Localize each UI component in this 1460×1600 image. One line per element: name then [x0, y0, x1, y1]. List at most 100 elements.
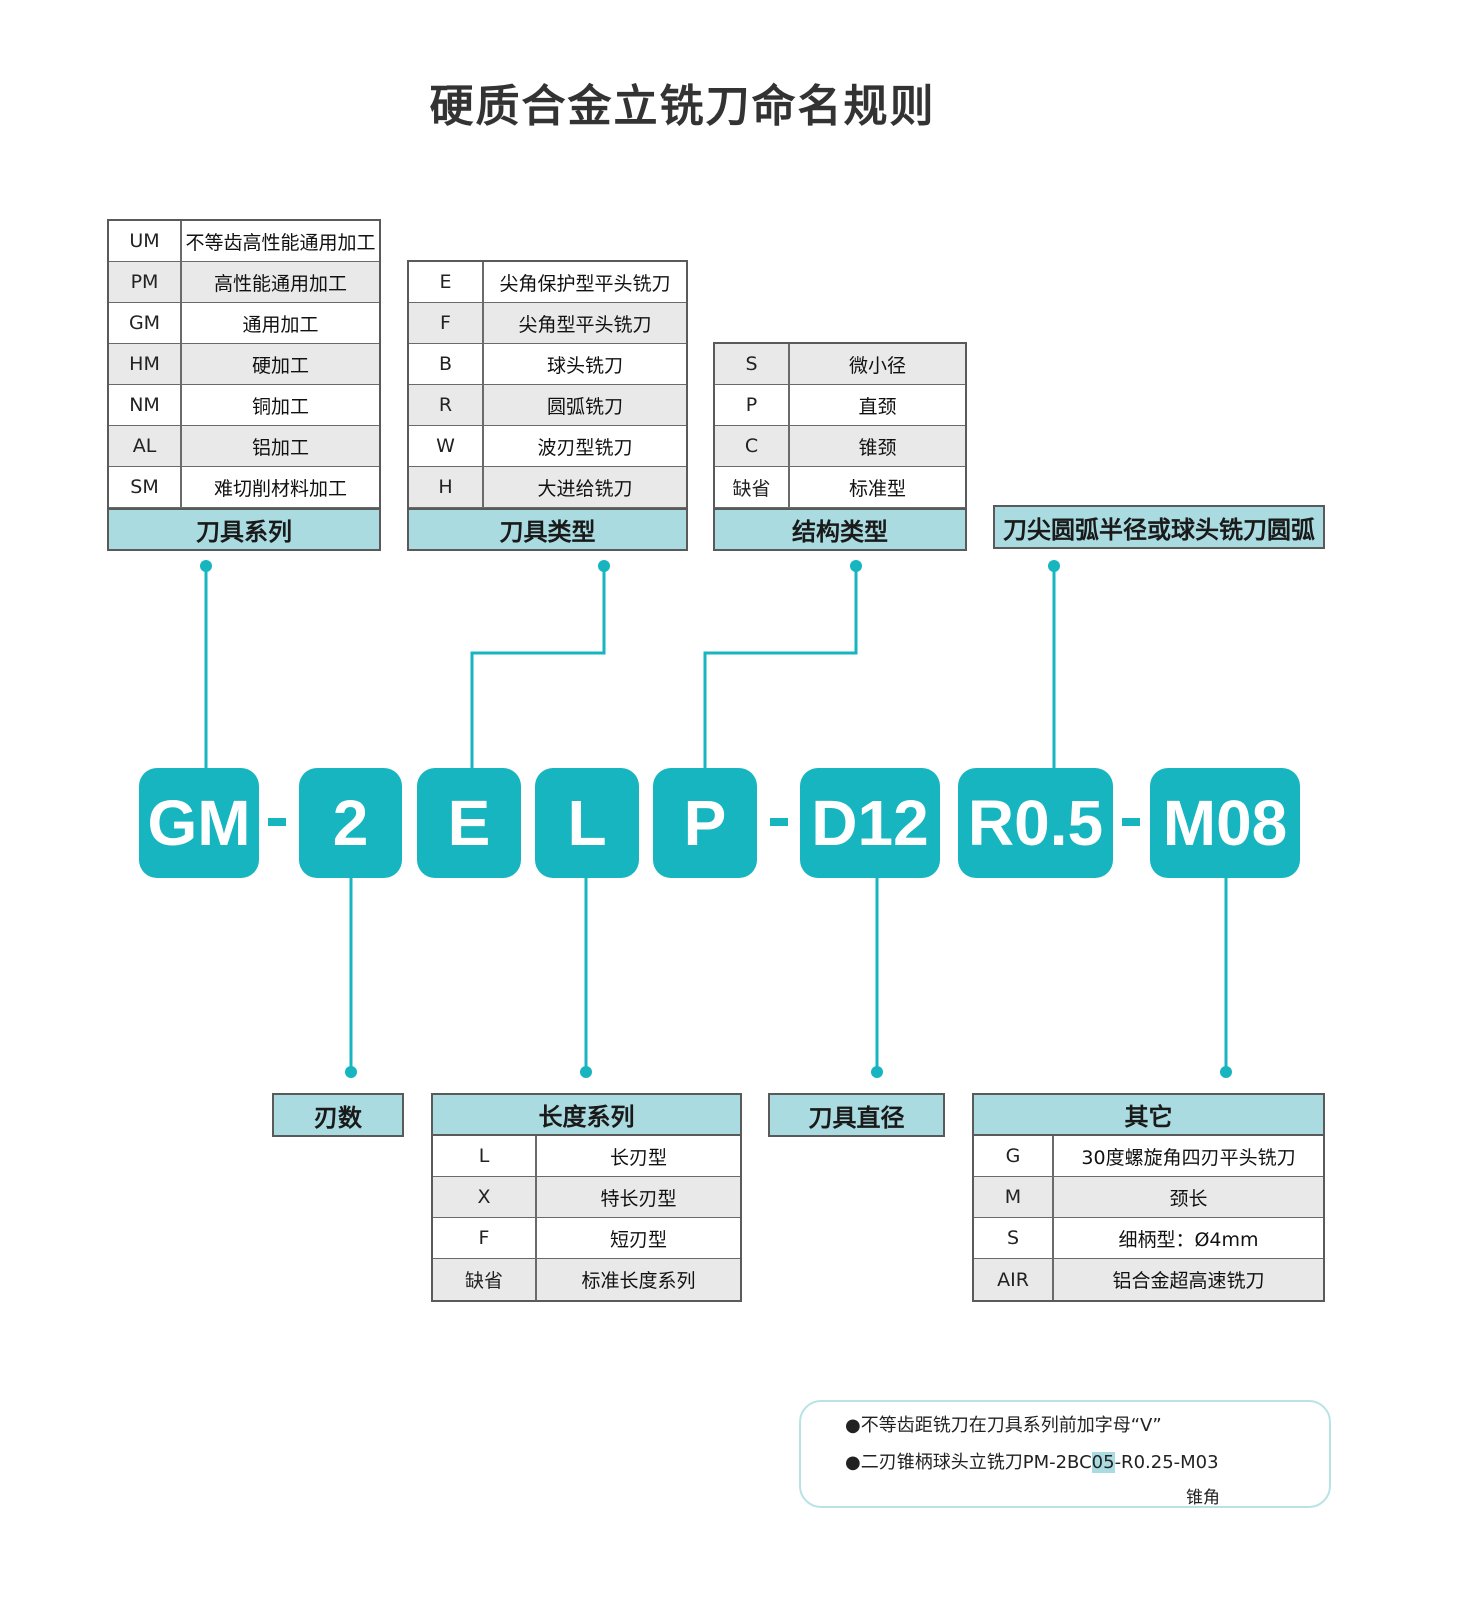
- series-desc: 不等齿高性能通用加工: [185, 231, 376, 254]
- structure-label: 结构类型: [715, 508, 965, 549]
- radius-label: 刀尖圆弧半径或球头铣刀圆弧: [993, 505, 1325, 549]
- code-part-series: GM: [139, 768, 259, 878]
- code-part-radius: R0.5: [958, 768, 1113, 878]
- structure-code: C: [715, 426, 790, 466]
- cone-angle-label: 锥角: [1186, 1488, 1220, 1508]
- table-row: AIR 铝合金超高速铣刀: [974, 1259, 1323, 1300]
- series-desc: 通用加工: [242, 313, 319, 336]
- series-desc: 铜加工: [251, 395, 309, 418]
- code-part-type: E: [417, 768, 521, 878]
- table-row: R 圆弧铣刀: [409, 385, 686, 426]
- connector-dot: [1048, 560, 1060, 572]
- length-code: 缺省: [433, 1259, 537, 1300]
- note-1-text: 不等齿距铣刀在刀具系列前加字母“V”: [860, 1415, 1162, 1436]
- type-desc: 尖角保护型平头铣刀: [499, 272, 671, 295]
- type-desc: 波刃型铣刀: [537, 436, 633, 459]
- connector-dot: [580, 1066, 592, 1078]
- series-desc: 高性能通用加工: [213, 272, 347, 295]
- code-dash: [770, 818, 788, 826]
- diameter-label: 刀具直径: [768, 1093, 945, 1137]
- other-code: AIR: [974, 1259, 1054, 1300]
- table-row: NM 铜加工: [109, 385, 379, 426]
- type-code: W: [409, 426, 484, 466]
- note-1: ●不等齿距铣刀在刀具系列前加字母“V”: [845, 1411, 1162, 1437]
- series-label: 刀具系列: [109, 508, 379, 549]
- connector-dot: [850, 560, 862, 572]
- page-title: 硬质合金立铣刀命名规则: [429, 81, 936, 132]
- type-code: H: [409, 467, 484, 507]
- table-row: E 尖角保护型平头铣刀: [409, 262, 686, 303]
- series-desc: 铝加工: [251, 436, 309, 459]
- series-code: PM: [109, 262, 182, 302]
- structure-code: 缺省: [715, 467, 790, 507]
- code-part-flutes: 2: [299, 768, 402, 878]
- note-2-suffix: -R0.25-M03: [1114, 1452, 1219, 1473]
- table-row: 缺省 标准长度系列: [433, 1259, 740, 1300]
- connector-structure: [703, 566, 858, 768]
- type-code: R: [409, 385, 484, 425]
- code-dash: [1122, 818, 1140, 826]
- table-row: M 颈长: [974, 1177, 1323, 1218]
- connector-type: [470, 566, 606, 768]
- bullet-icon: ●: [845, 1452, 861, 1473]
- type-code: F: [409, 303, 484, 343]
- code-part-structure: P: [653, 768, 757, 878]
- structure-desc: 微小径: [848, 354, 906, 377]
- other-desc: 30度螺旋角四刃平头铣刀: [1081, 1146, 1296, 1169]
- other-desc: 颈长: [1169, 1187, 1208, 1210]
- table-row: F 尖角型平头铣刀: [409, 303, 686, 344]
- connector-dot: [1220, 1066, 1232, 1078]
- series-desc: 硬加工: [251, 354, 309, 377]
- other-label: 其它: [974, 1095, 1323, 1136]
- series-desc: 难切削材料加工: [213, 477, 347, 500]
- table-row: P 直颈: [715, 385, 965, 426]
- bullet-icon: ●: [845, 1415, 861, 1436]
- connector-dot: [200, 560, 212, 572]
- type-code: E: [409, 262, 484, 302]
- table-row: GM 通用加工: [109, 303, 379, 344]
- other-code: M: [974, 1177, 1054, 1217]
- table-row: S 微小径: [715, 344, 965, 385]
- other-code: S: [974, 1218, 1054, 1258]
- note-2-highlight: 05: [1091, 1452, 1115, 1473]
- length-desc: 特长刃型: [600, 1187, 677, 1210]
- connector-dot: [871, 1066, 883, 1078]
- structure-desc: 锥颈: [858, 436, 897, 459]
- table-row: X 特长刃型: [433, 1177, 740, 1218]
- code-part-other: M08: [1150, 768, 1300, 878]
- connector-dot: [345, 1066, 357, 1078]
- other-code: G: [974, 1136, 1054, 1176]
- type-desc: 圆弧铣刀: [546, 395, 623, 418]
- length-label: 长度系列: [433, 1095, 740, 1136]
- structure-code: S: [715, 344, 790, 384]
- length-code: L: [433, 1136, 537, 1176]
- other-desc: 铝合金超高速铣刀: [1112, 1270, 1265, 1292]
- type-desc: 尖角型平头铣刀: [518, 313, 652, 336]
- series-code: UM: [109, 221, 182, 261]
- table-row: PM 高性能通用加工: [109, 262, 379, 303]
- length-code: X: [433, 1177, 537, 1217]
- series-code: GM: [109, 303, 182, 343]
- structure-desc: 直颈: [858, 395, 897, 418]
- code-part-diameter: D12: [800, 768, 940, 878]
- table-row: 缺省标准型: [715, 467, 965, 508]
- structure-table: S 微小径 P 直颈 C 锥颈 缺省标准型 结构类型: [713, 342, 967, 551]
- tool-type-label: 刀具类型: [409, 508, 686, 549]
- series-code: SM: [109, 467, 182, 507]
- structure-code: P: [715, 385, 790, 425]
- code-part-length: L: [535, 768, 639, 878]
- length-desc: 短刃型: [609, 1228, 667, 1251]
- notes-box: [799, 1400, 1331, 1508]
- table-row: SM 难切削材料加工: [109, 467, 379, 508]
- connector-dot: [598, 560, 610, 572]
- length-desc: 标准长度系列: [581, 1270, 696, 1292]
- series-code: NM: [109, 385, 182, 425]
- flutes-label: 刃数: [272, 1093, 404, 1137]
